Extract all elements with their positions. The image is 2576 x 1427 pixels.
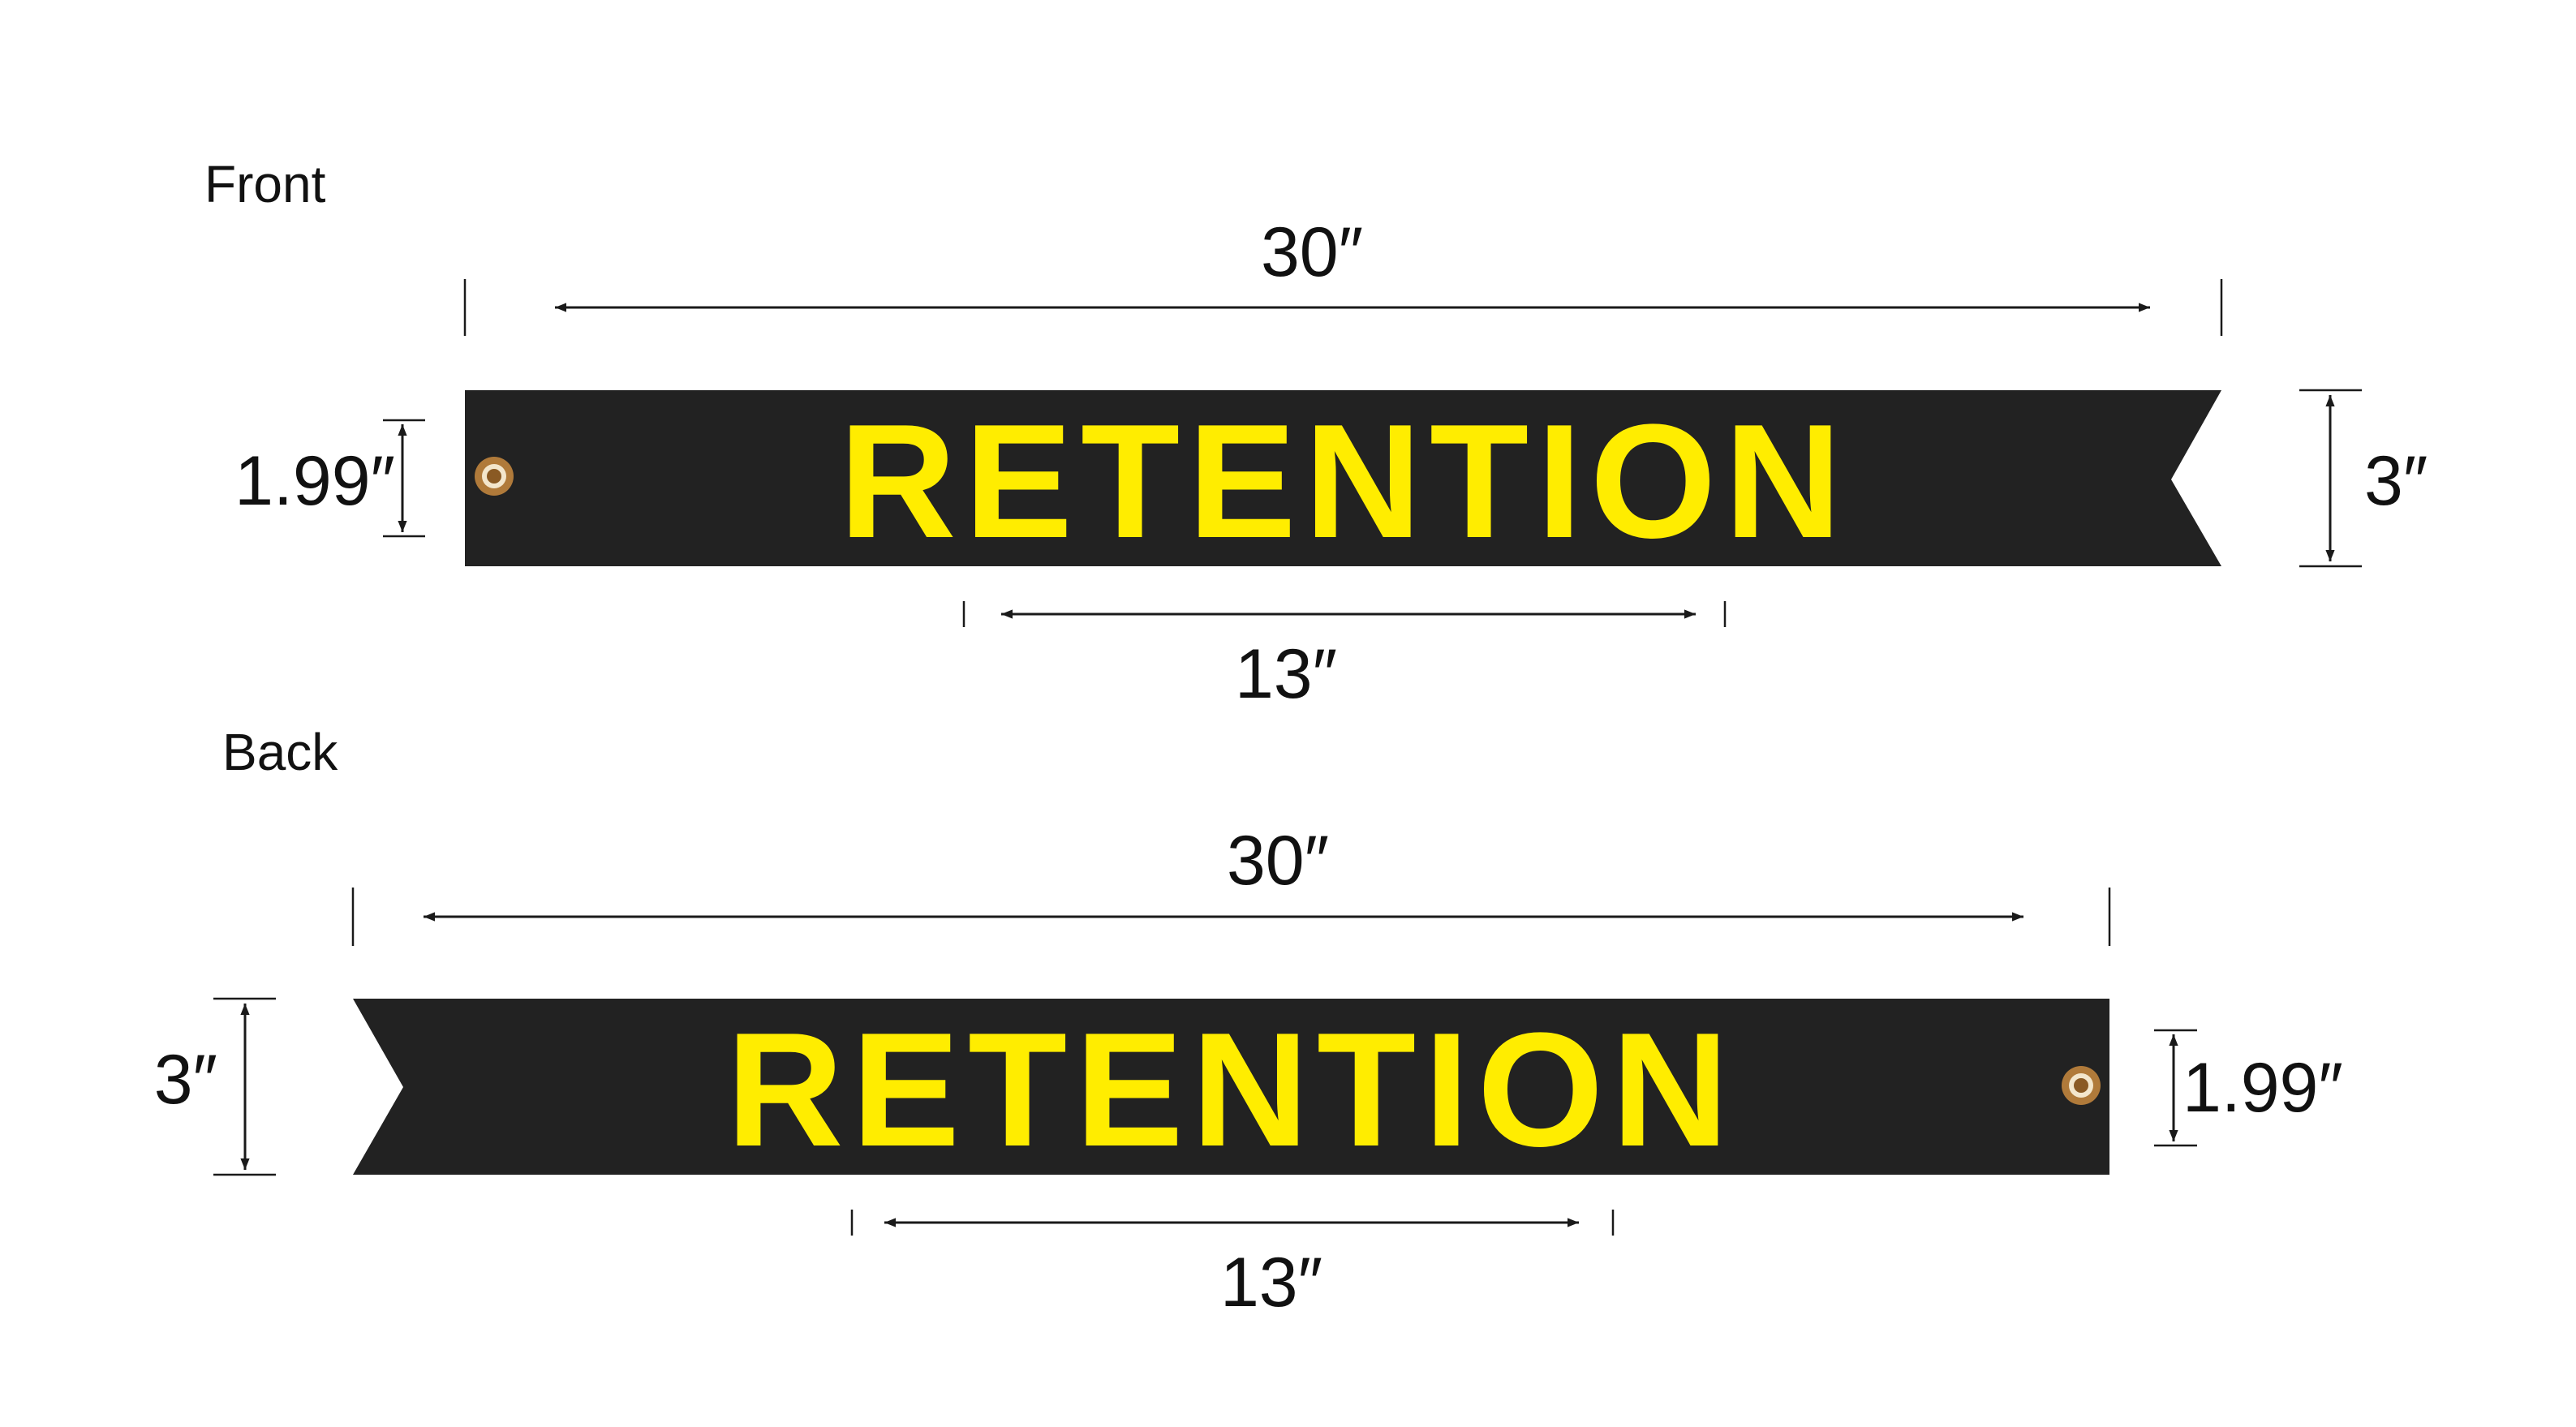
back-width-label: 30″	[1227, 822, 1329, 900]
front-text-height-label: 1.99″	[234, 442, 395, 520]
back-label: Back	[222, 723, 338, 781]
back-text-width-dimension: 13″	[850, 1210, 1615, 1322]
back-banner-text: RETENTION	[726, 999, 1737, 1180]
front-width-label: 30″	[1261, 213, 1363, 291]
front-height-label: 3″	[2364, 442, 2428, 520]
front-banner-text: RETENTION	[839, 391, 1850, 572]
grommet-icon	[475, 457, 514, 496]
grommet-icon	[2062, 1066, 2101, 1105]
back-text-height-label: 1.99″	[2183, 1049, 2343, 1127]
front-height-dimension: 3″	[2299, 389, 2428, 568]
front-text-width-label: 13″	[1235, 635, 1337, 713]
back-text-width-label: 13″	[1220, 1244, 1322, 1322]
front-text-width-dimension: 13″	[962, 601, 1727, 713]
front-view: Front 30″ RETENTION 1.99″ 3″	[204, 155, 2428, 713]
back-width-dimension: 30″	[351, 822, 2111, 946]
back-view: Back 30″ RETENTION 3″ 1.99″	[154, 723, 2343, 1322]
front-width-dimension: 30″	[463, 213, 2223, 336]
front-banner	[465, 390, 2221, 566]
back-height-dimension: 3″	[154, 997, 276, 1176]
back-text-height-dimension: 1.99″	[2154, 1029, 2343, 1147]
back-height-label: 3″	[154, 1041, 217, 1119]
back-banner	[353, 999, 2109, 1175]
front-text-height-dimension: 1.99″	[234, 419, 425, 538]
front-label: Front	[204, 155, 326, 213]
